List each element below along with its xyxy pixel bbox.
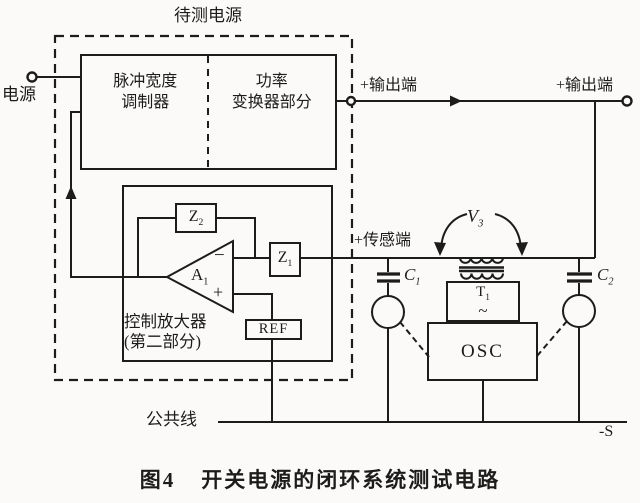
pwm-converter-box: 脉冲宽度 调制器 功率 变换器部分 — [80, 54, 337, 170]
z2-label: Z2 — [188, 207, 204, 229]
c2-label: C2 — [597, 265, 614, 288]
opamp-plus-sign: + — [213, 282, 224, 302]
power-source-label: 电源 — [2, 85, 36, 104]
figure-caption: 图4 开关电源的闭环系统测试电路 — [0, 464, 640, 494]
output-terminal-node — [621, 95, 633, 107]
control-amp-label-line2: (第二部分) — [124, 331, 201, 351]
output-terminal-label-1: +输出端 — [360, 77, 418, 94]
probe-link-c1-dashed — [399, 321, 430, 358]
output-terminal-label-2: +输出端 — [556, 77, 614, 94]
dut-dashed-box — [53, 34, 354, 382]
right-arrow-icon — [450, 95, 462, 107]
capacitor-c1-branch — [371, 258, 430, 422]
feedback-wire — [65, 111, 167, 278]
figure-caption-text: 开关电源的闭环系统测试电路 — [201, 468, 501, 492]
transformer-winding-icon — [459, 257, 504, 280]
probe-node-c2-icon — [562, 294, 596, 328]
t1-box: T1 ~ — [446, 281, 520, 322]
c1-label: C1 — [404, 265, 421, 288]
output-wire — [337, 95, 633, 258]
osc-label: OSC — [461, 340, 504, 362]
figure-number: 图4 — [139, 468, 176, 492]
neg-s-label: -S — [599, 423, 614, 440]
sense-terminal-label: +传感端 — [354, 232, 412, 249]
probe-link-c2-dashed — [536, 320, 568, 357]
pwm-block: 脉冲宽度 调制器 — [82, 56, 209, 168]
pwm-label-line1: 脉冲宽度 — [113, 73, 178, 90]
v3-arc-icon — [434, 213, 528, 256]
converter-label-line2: 变换器部分 — [231, 94, 312, 111]
control-amp-label: 控制放大器 (第二部分) — [124, 312, 207, 351]
control-amplifier-box — [122, 185, 333, 362]
a1-label: A1 — [191, 265, 209, 288]
converter-label-line1: 功率 — [255, 73, 288, 90]
pwm-label-line2: 调制器 — [121, 94, 170, 111]
z2-branch-wires — [137, 217, 256, 277]
opamp-minus-sign: − — [214, 245, 225, 266]
input-terminal — [26, 71, 80, 83]
probe-node-c1-icon — [371, 295, 405, 329]
v3-label: V3 — [467, 206, 484, 230]
t1-label: T1 — [476, 284, 490, 303]
opamp-triangle-icon — [164, 239, 234, 314]
t1-tilde: ~ — [478, 301, 488, 320]
capacitor-c2-branch — [536, 258, 596, 422]
z1-box: Z1 — [269, 242, 301, 277]
osc-box: OSC — [427, 322, 538, 381]
ref-label: REF — [258, 321, 289, 337]
control-amp-label-line1: 控制放大器 — [124, 312, 207, 331]
z2-box: Z2 — [175, 203, 217, 233]
diagram-title: 待测电源 — [174, 6, 242, 25]
z1-label: Z1 — [277, 249, 293, 270]
common-line-label: 公共线 — [146, 410, 197, 429]
ref-box: REF — [245, 319, 302, 340]
power-converter-block: 功率 变换器部分 — [209, 56, 336, 168]
up-arrow-icon — [65, 186, 77, 199]
noninverting-input-wire — [233, 293, 273, 319]
